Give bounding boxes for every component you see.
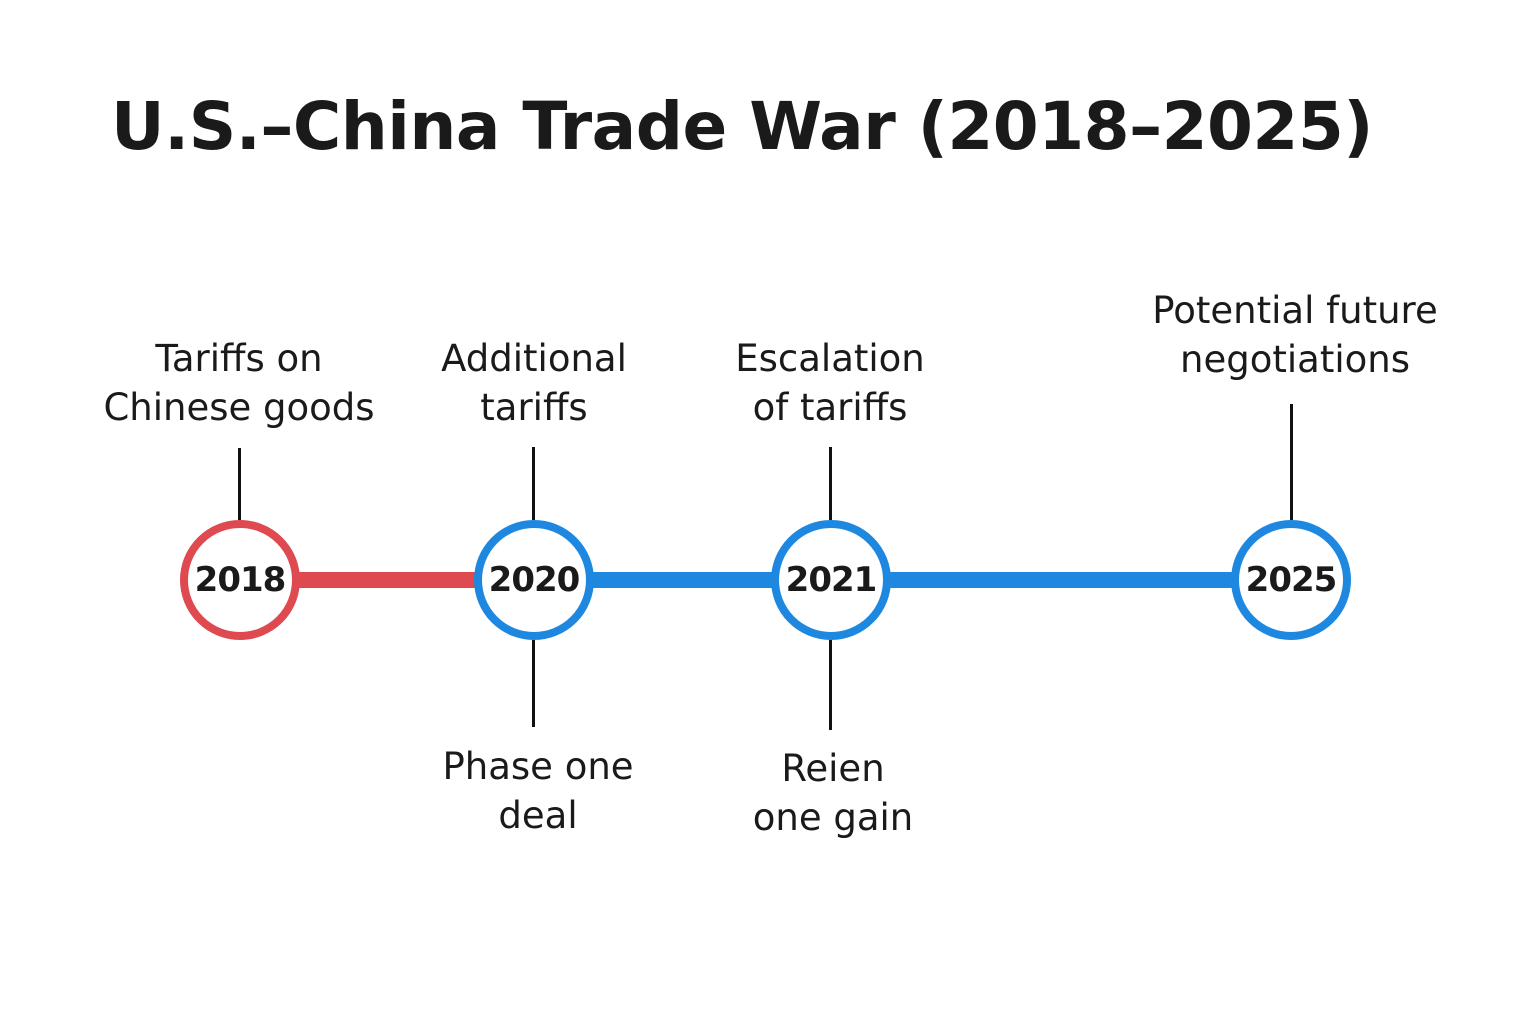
year-label: 2021 bbox=[785, 560, 878, 600]
connector-2025-above bbox=[1290, 404, 1293, 520]
year-node-2021: 2021 bbox=[771, 520, 891, 640]
event-label-2021-below: Reien one gain bbox=[663, 744, 1003, 842]
label-line: of tariffs bbox=[752, 386, 908, 429]
label-line: Additional bbox=[441, 337, 627, 380]
connector-2021-above bbox=[829, 447, 832, 520]
timeline-segment-2018-2020 bbox=[290, 572, 490, 588]
connector-2018-above bbox=[238, 448, 241, 520]
timeline-segment-2020-2021 bbox=[580, 572, 790, 588]
event-label-2021-above: Escalation of tariffs bbox=[660, 334, 1000, 432]
year-label: 2025 bbox=[1245, 560, 1338, 600]
year-node-2020: 2020 bbox=[474, 520, 594, 640]
diagram-title: U.S.–China Trade War (2018–2025) bbox=[111, 88, 1373, 165]
year-node-2025: 2025 bbox=[1231, 520, 1351, 640]
label-line: one gain bbox=[752, 796, 914, 839]
event-label-2020-below: Phase one deal bbox=[368, 742, 708, 840]
year-label: 2020 bbox=[488, 560, 581, 600]
connector-2020-below bbox=[532, 640, 535, 727]
label-line: tariffs bbox=[480, 386, 588, 429]
event-label-2025-above: Potential future negotiations bbox=[1115, 286, 1475, 384]
label-line: Potential future bbox=[1152, 289, 1438, 332]
label-line: Escalation bbox=[735, 337, 925, 380]
label-line: negotiations bbox=[1180, 338, 1410, 381]
label-line: Chinese goods bbox=[103, 386, 375, 429]
label-line: Tariffs on bbox=[155, 337, 323, 380]
event-label-2020-above: Additional tariffs bbox=[364, 334, 704, 432]
year-node-2018: 2018 bbox=[180, 520, 300, 640]
label-line: Phase one bbox=[442, 745, 634, 788]
connector-2020-above bbox=[532, 447, 535, 520]
year-label: 2018 bbox=[194, 560, 287, 600]
timeline-segment-2021-2025 bbox=[880, 572, 1240, 588]
label-line: Reien bbox=[781, 747, 885, 790]
connector-2021-below bbox=[829, 640, 832, 730]
event-label-2018-above: Tariffs on Chinese goods bbox=[69, 334, 409, 432]
label-line: deal bbox=[498, 794, 578, 837]
